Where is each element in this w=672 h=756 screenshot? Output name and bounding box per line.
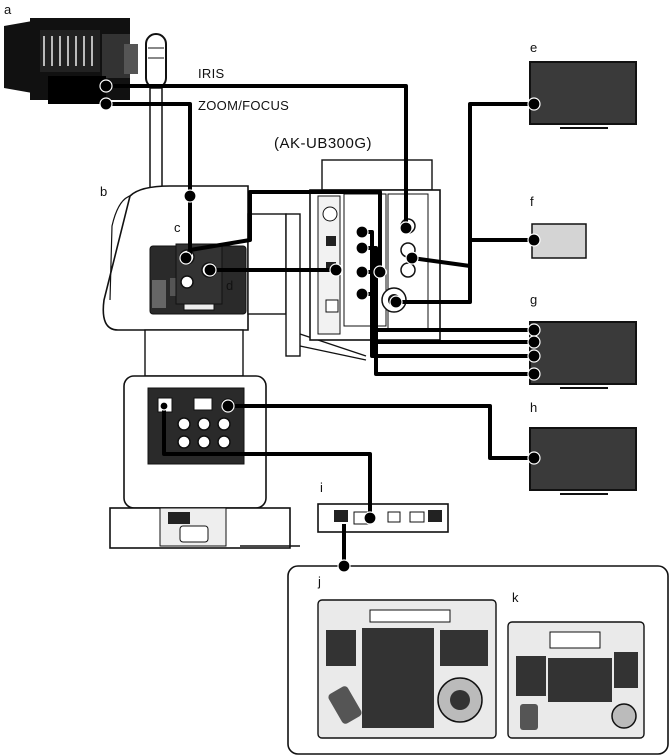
cable-iris	[106, 84, 408, 228]
device-f	[531, 223, 587, 259]
monitor-g	[529, 321, 637, 389]
label-i: i	[320, 480, 323, 495]
control-panel-k	[507, 621, 645, 739]
monitor-h	[529, 427, 637, 495]
label-a: a	[4, 2, 12, 17]
label-k: k	[512, 590, 519, 605]
label-e: e	[530, 40, 537, 55]
cable-to-e	[411, 102, 534, 268]
camera-head	[102, 185, 367, 361]
label-f: f	[530, 194, 534, 209]
control-panel-j	[317, 599, 497, 739]
cable-c-link	[184, 190, 382, 272]
cable-lan	[162, 406, 372, 518]
cable-connectors	[99, 79, 541, 573]
cable-g4	[362, 292, 534, 376]
microphone	[145, 33, 167, 189]
cable-zoom-focus	[106, 102, 192, 262]
pan-tilt-base	[109, 329, 300, 549]
iris-caption: IRIS	[198, 66, 225, 81]
label-g: g	[530, 292, 537, 307]
cable-to-h	[228, 404, 534, 460]
label-j: j	[317, 574, 321, 589]
label-d: d	[226, 278, 233, 293]
cables	[106, 84, 534, 566]
lens	[4, 18, 138, 104]
zoom-focus-caption: ZOOM/FOCUS	[198, 98, 289, 113]
monitor-e	[529, 61, 637, 129]
interface-unit	[317, 503, 449, 533]
cable-to-f	[396, 238, 534, 304]
label-h: h	[530, 400, 537, 415]
label-c: c	[174, 220, 181, 235]
model-caption: (AK-UB300G)	[274, 135, 372, 152]
label-b: b	[100, 184, 107, 199]
